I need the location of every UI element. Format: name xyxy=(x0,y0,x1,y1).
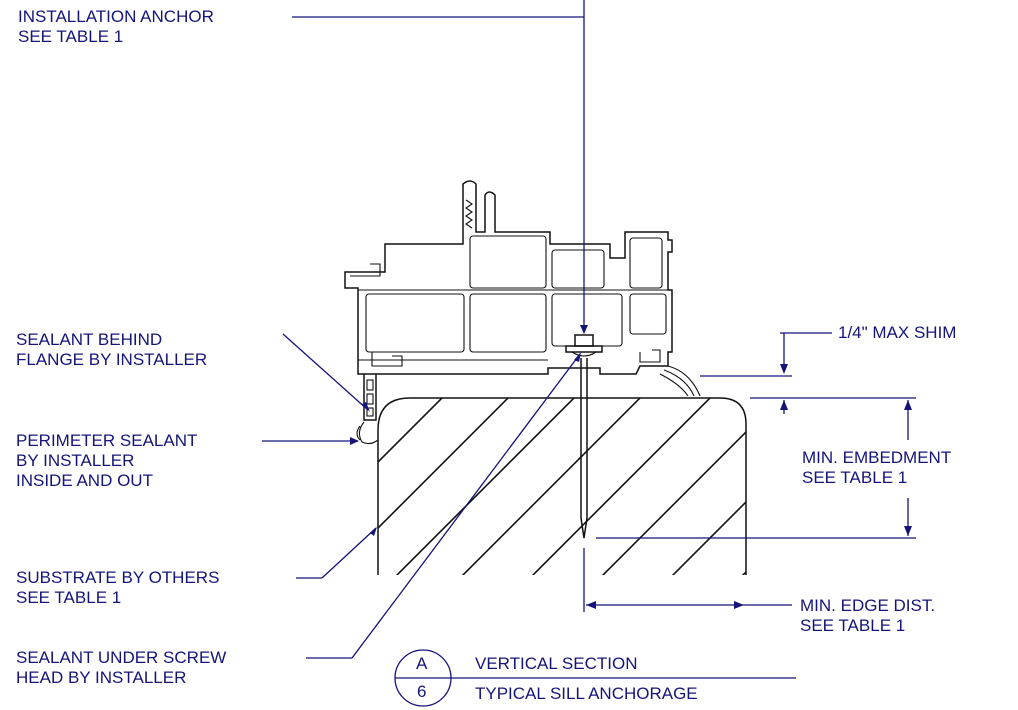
label-substrate-line2: SEE TABLE 1 xyxy=(16,588,122,607)
detail-callout-symbol xyxy=(394,649,796,707)
label-perimeter-sealant: PERIMETER SEALANT BY INSTALLER INSIDE AN… xyxy=(16,431,197,491)
dimension-min-embedment xyxy=(596,397,916,539)
anchor-screw xyxy=(565,334,603,539)
label-min-edge-dist: MIN. EDGE DIST. SEE TABLE 1 xyxy=(800,596,935,636)
detail-letter: A xyxy=(416,654,428,673)
label-min-embedment-line2: SEE TABLE 1 xyxy=(802,468,908,487)
label-sealant-behind-flange-line1: SEALANT BEHIND xyxy=(16,330,163,349)
label-perimeter-sealant-line2: BY INSTALLER xyxy=(16,451,135,470)
leader-substrate xyxy=(296,527,377,579)
dimension-min-edge-dist xyxy=(583,548,792,612)
substrate-block xyxy=(377,397,747,575)
label-min-edge-dist-line2: SEE TABLE 1 xyxy=(800,616,906,635)
label-substrate: SUBSTRATE BY OTHERS SEE TABLE 1 xyxy=(16,568,219,608)
label-sealant-behind-flange: SEALANT BEHIND FLANGE BY INSTALLER xyxy=(16,330,207,370)
detail-subtitle: TYPICAL SILL ANCHORAGE xyxy=(475,684,698,703)
label-installation-anchor: INSTALLATION ANCHOR SEE TABLE 1 xyxy=(18,7,214,47)
nailing-flange xyxy=(363,374,377,421)
perimeter-sealant-bead-left xyxy=(356,421,379,445)
label-perimeter-sealant-line3: INSIDE AND OUT xyxy=(16,471,153,490)
label-installation-anchor-line1: INSTALLATION ANCHOR xyxy=(18,7,214,26)
detail-title: VERTICAL SECTION xyxy=(475,654,638,673)
label-substrate-line1: SUBSTRATE BY OTHERS xyxy=(16,568,220,587)
leader-perimeter-sealant xyxy=(262,437,359,445)
label-sealant-under-screw-line1: SEALANT UNDER SCREW xyxy=(16,648,227,667)
label-min-embedment: MIN. EMBEDMENT SEE TABLE 1 xyxy=(802,448,951,488)
label-installation-anchor-line2: SEE TABLE 1 xyxy=(18,27,124,46)
leader-sealant-behind-flange xyxy=(282,333,370,412)
sill-frame-profile xyxy=(344,180,673,375)
label-max-shim: 1/4" MAX SHIM xyxy=(838,323,957,342)
label-min-embedment-line1: MIN. EMBEDMENT xyxy=(802,448,952,467)
substrate-hatching xyxy=(378,398,746,575)
sheet-number: 6 xyxy=(417,682,427,701)
label-perimeter-sealant-line1: PERIMETER SEALANT xyxy=(16,431,198,450)
label-sealant-under-screw-line2: HEAD BY INSTALLER xyxy=(16,668,187,687)
perimeter-sealant-bead-right xyxy=(659,365,701,397)
dimension-max-shim xyxy=(700,332,832,414)
label-sealant-under-screw: SEALANT UNDER SCREW HEAD BY INSTALLER xyxy=(16,648,226,688)
label-sealant-behind-flange-line2: FLANGE BY INSTALLER xyxy=(16,350,208,369)
label-min-edge-dist-line1: MIN. EDGE DIST. xyxy=(800,596,936,615)
leader-sealant-under-screw xyxy=(306,352,581,659)
leader-installation-anchor xyxy=(292,0,588,334)
